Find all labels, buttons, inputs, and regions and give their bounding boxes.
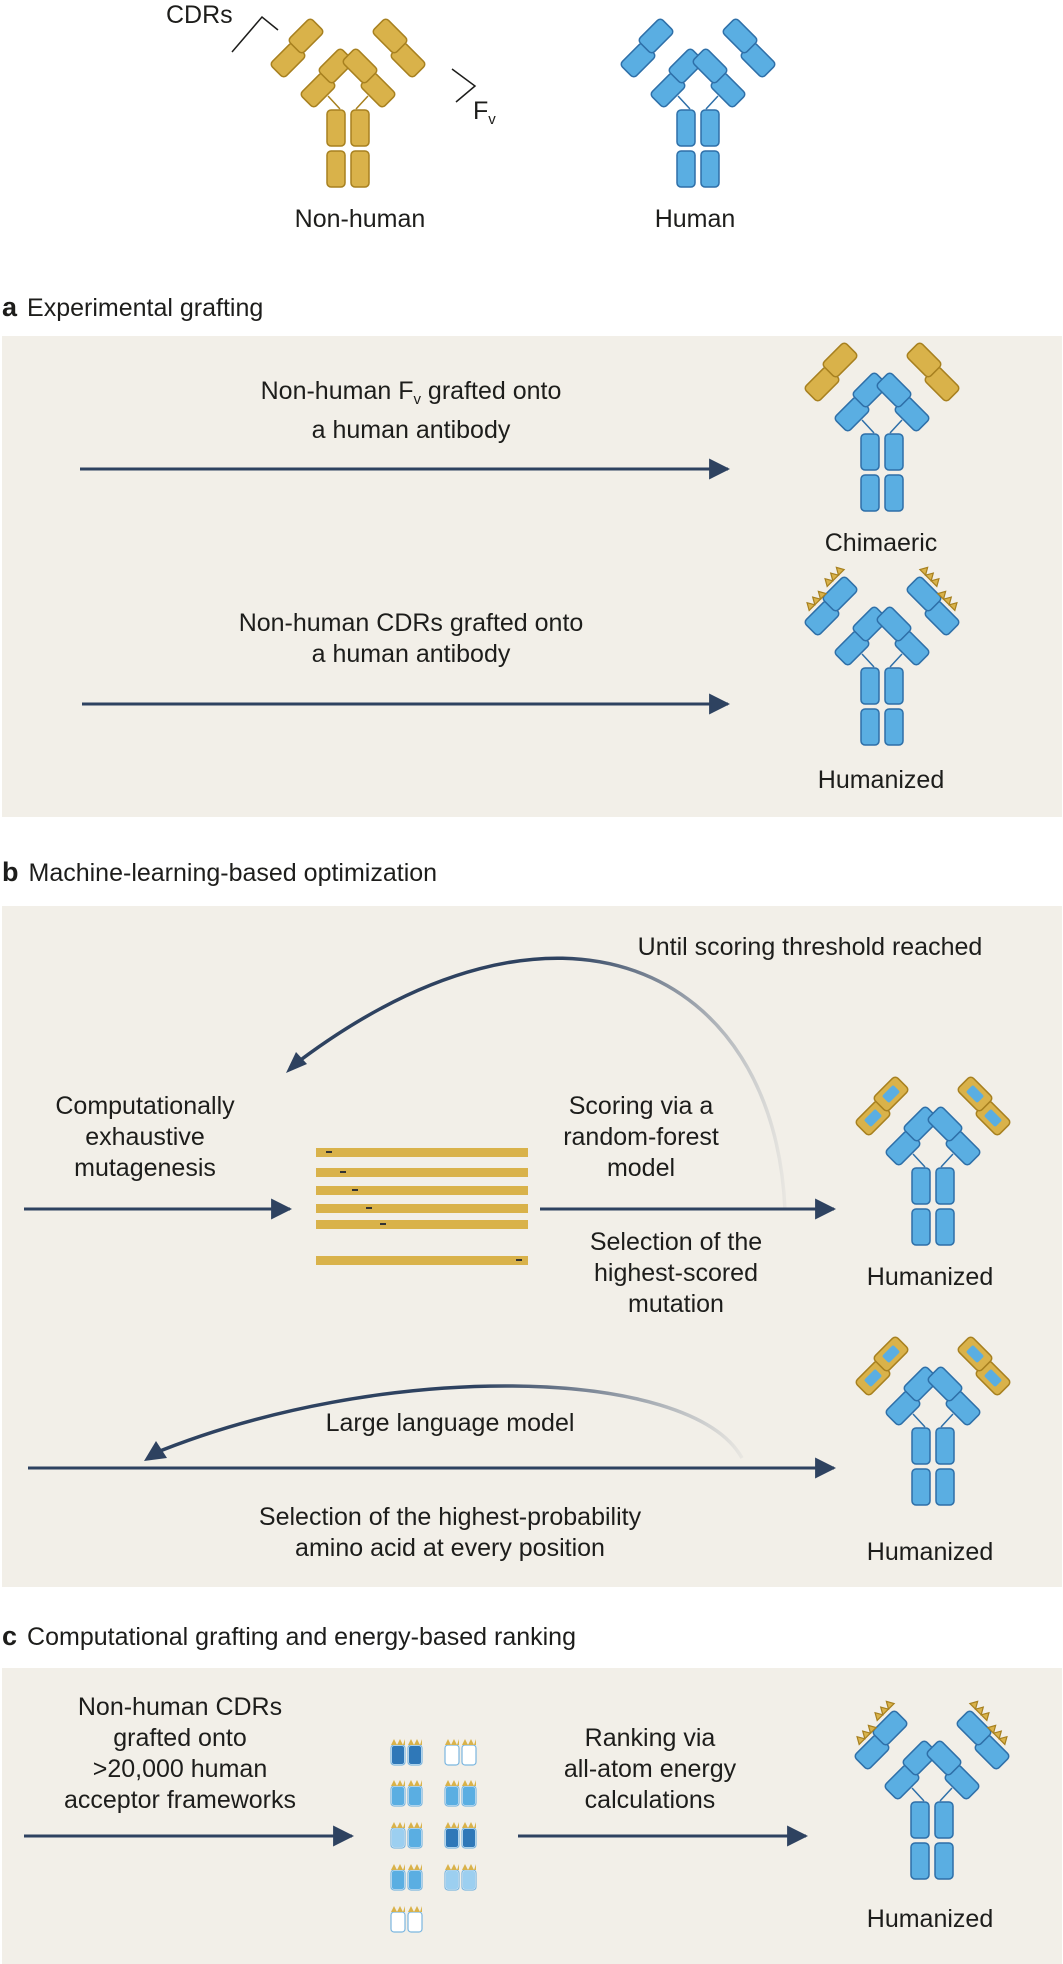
- nonhuman-antibody-icon: [270, 18, 427, 187]
- llm-loop-arrow: [149, 1384, 744, 1459]
- scoring-loop-arrow: [288, 956, 787, 1211]
- human-label: Human: [654, 205, 736, 233]
- humanized-label-c: Humanized: [866, 1905, 994, 1933]
- humanized-label-a: Humanized: [817, 766, 945, 794]
- nonhuman-label: Non-human: [294, 205, 426, 233]
- panel-c-background: [2, 1668, 1062, 1964]
- sequence-variants: [316, 1148, 528, 1265]
- humanized-label-b1: Humanized: [866, 1263, 994, 1291]
- fv-bracket: [451, 68, 477, 103]
- scoring-loop-arrowhead: [286, 1052, 307, 1073]
- llm-label: Large language model: [325, 1409, 575, 1437]
- cdrs-bracket: [231, 15, 279, 53]
- humanized-label-b2: Humanized: [866, 1538, 994, 1566]
- acceptor-framework-grid: [390, 1738, 477, 1933]
- panel-b-background: [2, 906, 1062, 1587]
- fv-label: Fv: [473, 97, 496, 128]
- chimaeric-label: Chimaeric: [824, 529, 938, 557]
- llm-loop-arrowhead: [144, 1441, 167, 1461]
- loop-label: Until scoring threshold reached: [637, 933, 983, 961]
- human-antibody-icon: [620, 18, 777, 187]
- cdrs-label: CDRs: [166, 1, 233, 29]
